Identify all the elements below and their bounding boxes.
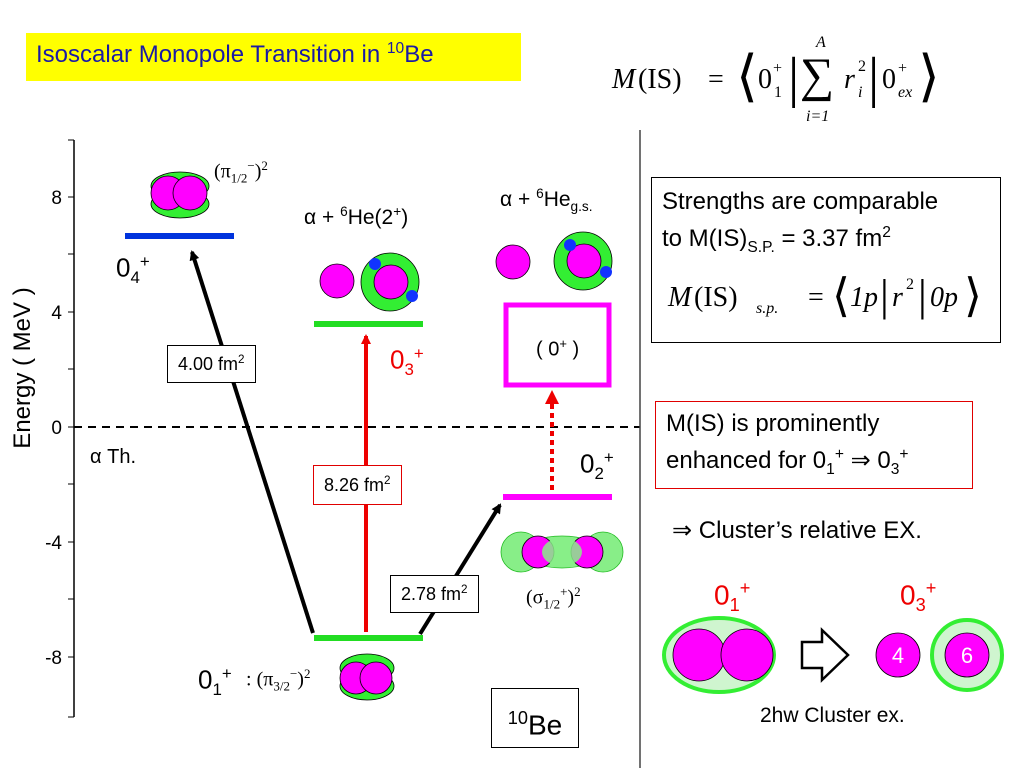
- transition-03-value: 8.26 fm2: [313, 465, 402, 505]
- level-01-label: 01+: [198, 664, 232, 699]
- level-04-label: 04+: [116, 252, 150, 287]
- mis-formula: M (IS) = ⟨ 0 + 1 | A ∑ i=1 r 2 i | 0 + e…: [612, 34, 940, 125]
- y-axis: 8 4 0 -4 -8 Energy ( MeV ): [9, 139, 75, 718]
- tick-minus-4: -4: [45, 533, 62, 554]
- nucleus-label: 10Be: [491, 688, 579, 748]
- arrow-01-to-02: [418, 503, 502, 636]
- transition-02-value: 2.78 fm2: [390, 575, 479, 613]
- transition-04-value: 4.00 fm2: [167, 345, 256, 383]
- level-02-config: (σ1/2+)2: [526, 584, 581, 612]
- resonance-box-label: ( 0+ ): [536, 336, 580, 361]
- y-axis-label: Energy ( MeV ): [9, 287, 36, 448]
- svg-text:4: 4: [892, 643, 904, 668]
- resonance-box: [503, 302, 612, 388]
- level-04-config: (π1/2−)2: [214, 158, 268, 186]
- config-04-picture: [150, 171, 210, 219]
- arrow-02-to-box-head: [545, 390, 559, 404]
- enhanced-box: M(IS) is prominently enhanced for 01+ ⇒ …: [655, 401, 973, 489]
- enhanced-line2: enhanced for 01+ ⇒ 03+: [666, 446, 909, 478]
- strength-line2: to M(IS)S.P. = 3.37 fm2: [662, 224, 891, 256]
- config-01-picture: [339, 653, 395, 701]
- ball-4: [875, 632, 921, 678]
- level-02-label: 02+: [580, 448, 614, 483]
- svg-text:6: 6: [961, 643, 973, 668]
- strength-line1: Strengths are comparable: [662, 188, 939, 215]
- sp-formula: M (IS) s.p. = ⟨ 1p | r 2 | 0p ⟩: [668, 270, 982, 321]
- config-03-picture: [319, 252, 420, 312]
- cluster-note: ⇒ Cluster’s relative EX.: [672, 517, 922, 544]
- tick-0: 0: [51, 418, 62, 439]
- level-03-label: 03+: [390, 344, 424, 379]
- config-resonance-picture: [495, 231, 613, 291]
- cluster-diagram: 4 6: [662, 616, 1004, 694]
- tick-8: 8: [51, 188, 62, 209]
- config-02-picture: [500, 531, 624, 573]
- level-01-config: : (π3/2−)2: [246, 666, 311, 694]
- cluster-right-label: 03+: [900, 578, 937, 615]
- alpha-threshold-label: α Th.: [90, 446, 137, 468]
- tick-minus-8: -8: [45, 648, 62, 669]
- strength-box: Strengths are comparable to M(IS)S.P. = …: [651, 177, 1001, 343]
- right-arrow-icon: [800, 627, 850, 683]
- level-03-channel: α + 6He(2+): [304, 204, 409, 229]
- cluster-left-label: 01+: [714, 578, 751, 615]
- slide-title: Isoscalar Monopole Transition in 10Be: [36, 40, 434, 68]
- tick-4: 4: [51, 303, 62, 324]
- enhanced-line1: M(IS) is prominently: [666, 410, 880, 437]
- arrow-01-to-04: [189, 250, 315, 634]
- resonance-channel: α + 6Heg.s.: [500, 186, 593, 215]
- ball-6: [944, 632, 990, 678]
- cluster-caption: 2hw Cluster ex.: [760, 704, 905, 727]
- title-banner: [26, 33, 521, 81]
